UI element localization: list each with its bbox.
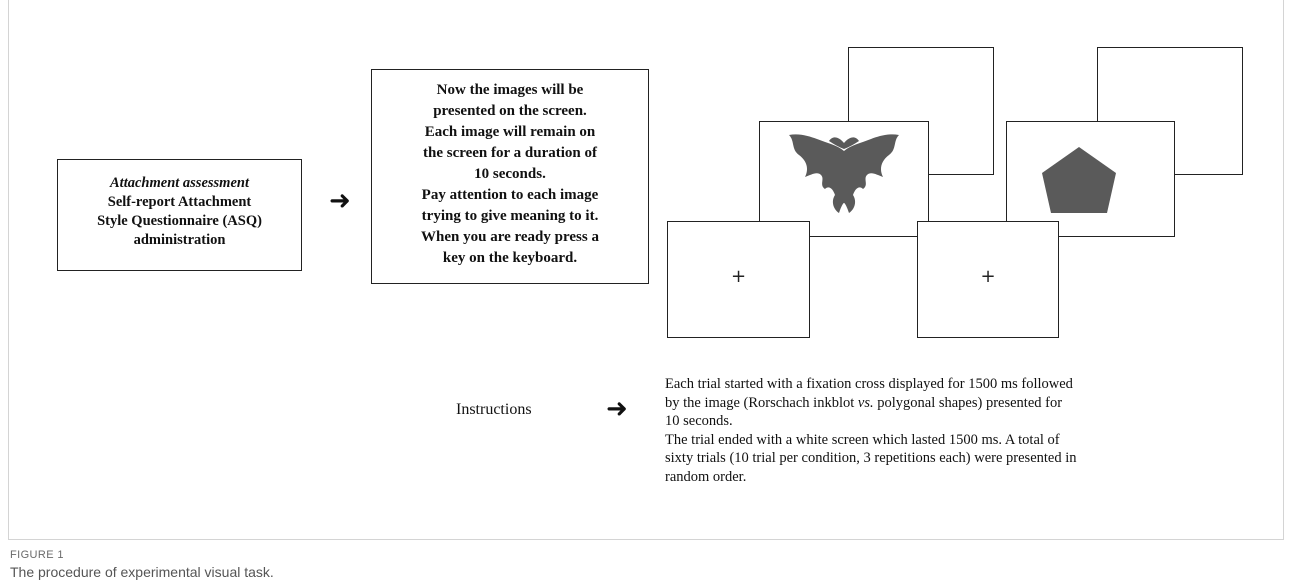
trial-description-line-6: random order. [665, 468, 1225, 487]
instructions-box: Now the images will be presented on the … [371, 69, 649, 284]
instructions-line-2: presented on the screen. [372, 101, 648, 122]
rorschach-inkblot-icon [759, 121, 929, 237]
instructions-line-6: Pay attention to each image [372, 185, 648, 206]
right-arrow-icon: ➜ [606, 396, 628, 422]
trial-description-line-5: sixty trials (10 trial per condition, 3 … [665, 449, 1225, 468]
trial-description-line-3: 10 seconds. [665, 412, 1225, 431]
instructions-line-9: key on the keyboard. [372, 248, 648, 269]
polygon-screen [1006, 121, 1175, 237]
assessment-line-2: Style Questionnaire (ASQ) [58, 212, 301, 231]
attachment-assessment-text: Attachment assessment Self-report Attach… [58, 174, 301, 250]
figure-label: FIGURE 1 [10, 549, 64, 561]
trial-description: Each trial started with a fixation cross… [665, 375, 1225, 486]
instructions-label: Instructions [456, 400, 532, 419]
trial-description-line-2: by the image (Rorschach inkblot vs. poly… [665, 394, 1225, 413]
pentagon-icon [1006, 121, 1175, 237]
attachment-assessment-title: Attachment assessment [58, 174, 301, 193]
assessment-line-3: administration [58, 231, 301, 250]
instructions-line-8: When you are ready press a [372, 227, 648, 248]
instructions-line-3: Each image will remain on [372, 122, 648, 143]
instructions-line-5: 10 seconds. [372, 164, 648, 185]
right-arrow-icon: ➜ [329, 188, 351, 214]
fixation-cross-2: + [918, 266, 1058, 287]
assessment-line-1: Self-report Attachment [58, 193, 301, 212]
fixation-screen-inkblot-trial: + [667, 221, 810, 338]
fixation-screen-polygon-trial: + [917, 221, 1059, 338]
inkblot-screen [759, 121, 929, 237]
figure-caption: The procedure of experimental visual tas… [10, 564, 274, 580]
instructions-line-7: trying to give meaning to it. [372, 206, 648, 227]
instructions-box-text: Now the images will be presented on the … [372, 80, 648, 269]
trial-description-line-4: The trial ended with a white screen whic… [665, 431, 1225, 450]
instructions-line-1: Now the images will be [372, 80, 648, 101]
attachment-assessment-box: Attachment assessment Self-report Attach… [57, 159, 302, 271]
fixation-cross-1: + [668, 266, 809, 287]
trial-description-line-1: Each trial started with a fixation cross… [665, 375, 1225, 394]
instructions-line-4: the screen for a duration of [372, 143, 648, 164]
